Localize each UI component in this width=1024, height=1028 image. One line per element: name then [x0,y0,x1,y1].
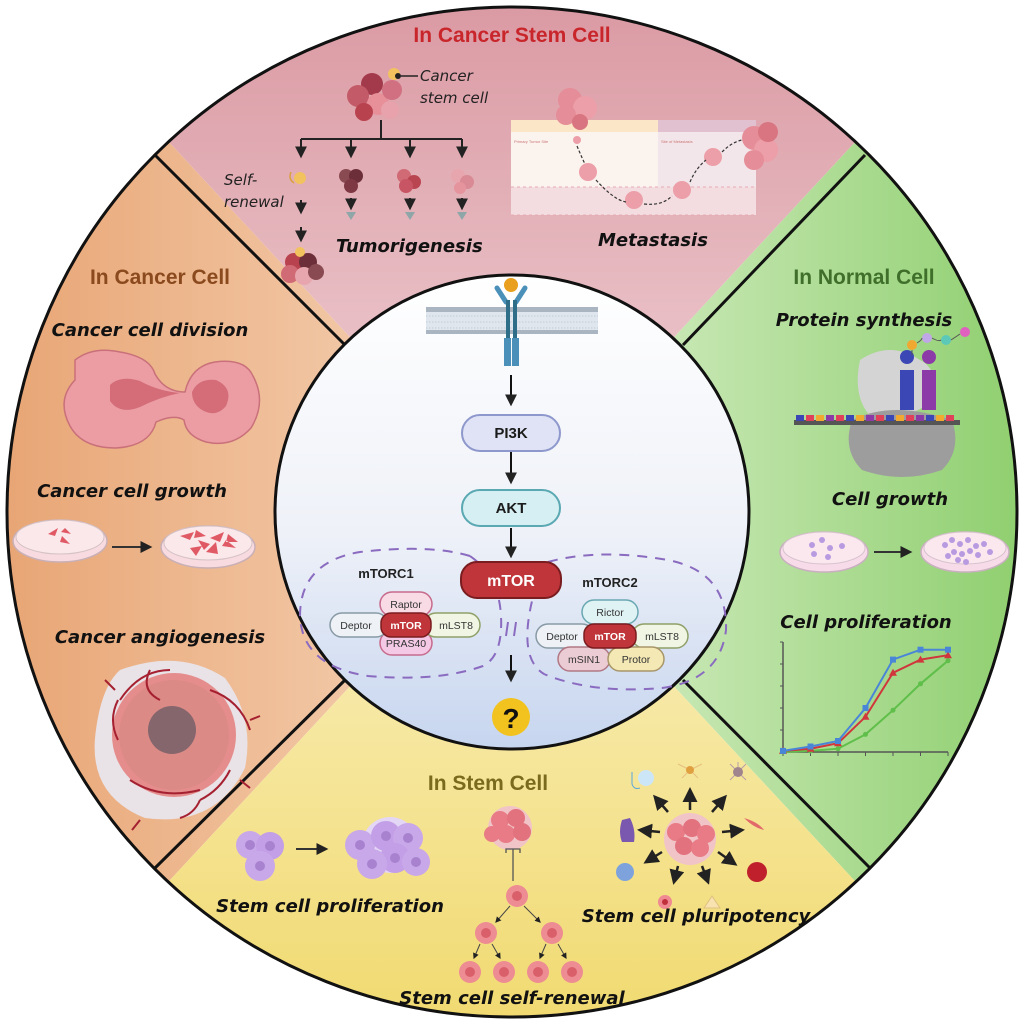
mrna-codons [796,415,954,421]
tumorigenesis-label: Tumorigenesis [336,236,483,257]
progeny-cells-icon [289,169,474,220]
mlst8-label: mLST8 [439,620,473,632]
dividing-cancer-cell-icon [63,349,261,449]
data-point-blue [862,705,869,711]
cancer-angiogenesis-label: Cancer angiogenesis [55,627,266,648]
question-mark-icon: ? [492,698,530,736]
stem-cell-self-renewal-label: Stem cell self-renewal [399,988,625,1009]
metastasis-illustration: Primary Tumor Site Site of Metastasis [511,88,778,216]
mtorc2-mlst8-label: mLST8 [645,631,679,643]
data-point-green [863,731,868,737]
data-point-blue [917,646,924,653]
self-renewal-label-line1: Self- [224,171,257,189]
pras40-label: PRAS40 [386,638,426,650]
mtorc2-mtor-core-pill [583,623,637,649]
section-title-stem-cell: In Stem Cell [428,772,548,795]
mtorc1-complex: mTORC1 Raptor PRAS40 Deptor mLST8 mTOR [329,566,481,656]
protor-label: Protor [622,654,651,666]
mtorc2-mtor-core-label: mTOR [594,631,626,643]
cancer-cell-growth-label: Cancer cell growth [37,481,227,502]
protor-pill [607,646,665,672]
data-point-red [944,651,952,659]
mtorc2-deptor-label: Deptor [546,631,578,643]
pi3k-label: PI3K [494,425,528,442]
section-normal-cell: In Normal Cell Protein synthesis [776,266,1010,756]
data-point-blue [835,738,841,744]
raptor-label: Raptor [390,599,422,611]
mtorc1-label: mTORC1 [358,566,413,581]
receptor-icon [494,278,528,366]
mtor-core-pill [380,612,432,638]
data-point-green [890,707,896,713]
normal-cell-region [512,7,1017,1017]
ribosome-translation-icon [794,327,970,477]
section-cancer-stem-cell: In Cancer Stem Cell Cancer stem cell [224,24,778,285]
section-stem-cell: In Stem Cell Stem cell proliferation [216,762,812,1009]
cell-membrane-icon [426,307,598,334]
section-cancer-cell: In Cancer Cell Cancer cell division Canc… [12,266,266,831]
data-point-green [835,746,841,752]
csc-label-line1: Cancer [420,67,474,85]
primary-tumor-site-label: Primary Tumor Site [514,139,549,144]
section-title-cancer-stem-cell: In Cancer Stem Cell [413,24,610,47]
tumor-angiogenesis-icon [94,660,261,831]
stem-cell-proliferation-label: Stem cell proliferation [216,896,444,917]
data-point-blue [807,743,814,750]
chart-series [779,646,952,755]
stem-cell-region [7,512,1017,1017]
data-point-red [889,668,897,676]
tumor-mass-icon [281,247,324,285]
stem-cell-self-renewal-icon [459,806,583,983]
self-renewal-label-line2: renewal [224,193,285,211]
mtorc1-boundary [298,547,503,679]
data-point-blue [890,656,896,663]
question-mark-label: ? [502,703,519,734]
data-point-red [861,712,870,720]
deptor-label: Deptor [340,620,372,632]
cell-proliferation-label: Cell proliferation [780,612,952,633]
series-blue [780,646,951,754]
stem-cell-pluripotency-label: Stem cell pluripotency [582,906,812,927]
mtor-core-label: mTOR [390,620,422,632]
mtorc2-boundary [526,553,728,691]
section-title-cancer-cell: In Cancer Cell [90,266,230,289]
mtorc2-label: mTORC2 [582,575,637,590]
mtor-node: mTOR [460,561,562,599]
csc-label-line2: stem cell [420,89,489,107]
pi3k-node: PI3K [461,414,561,452]
data-point-green [918,681,923,687]
outer-ring [5,5,1019,1019]
cancer-growth-petri-dishes-icon [12,519,256,569]
stem-cell-proliferation-icon [236,817,430,881]
cancer-stem-cell-region [7,7,1017,512]
rictor-label: Rictor [596,607,624,619]
section-title-normal-cell: In Normal Cell [793,266,934,289]
proliferation-chart [779,641,952,756]
data-point-blue [780,747,786,754]
mtorc2-complex: mTORC2 Rictor Deptor mLST8 mSIN1 Protor … [535,575,689,672]
tumorigenesis-branch-arrows [295,120,468,243]
data-point-green [945,658,951,664]
cancer-cell-division-label: Cancer cell division [52,320,249,341]
msin1-label: mSIN1 [568,654,600,666]
data-point-blue [945,646,951,653]
mtor-pathway: PI3K AKT mTOR mTORC1 Raptor PRAS40 Depto… [298,278,728,736]
stem-cell-pluripotency-icon [616,762,767,909]
mtor-label: mTOR [487,573,535,590]
section-dividers [153,153,872,870]
site-of-metastasis-label: Site of Metastasis [661,139,693,144]
cell-growth-label: Cell growth [832,489,948,510]
metastasis-label: Metastasis [598,230,708,251]
akt-node: AKT [461,489,561,527]
data-point-red [916,655,925,663]
protein-synthesis-label: Protein synthesis [776,310,953,331]
cancer-stem-cell-cluster-icon [347,68,418,121]
cell-growth-petri-dishes-icon [779,531,1010,573]
akt-label: AKT [496,500,527,517]
